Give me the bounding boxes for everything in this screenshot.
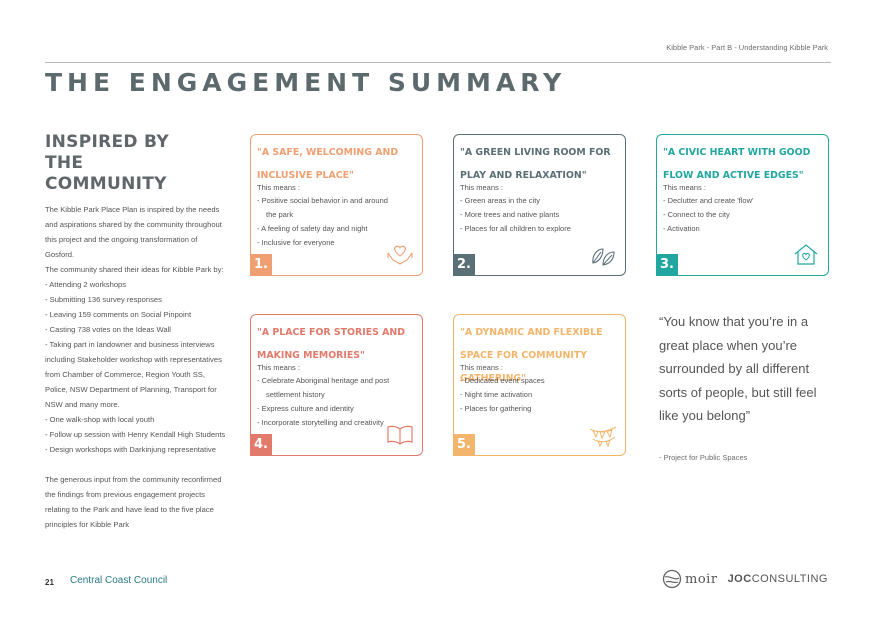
list-item: Express culture and identity — [257, 402, 400, 416]
list-item: More trees and native plants — [460, 208, 603, 222]
list-item: One walk-shop with local youth — [45, 412, 227, 427]
open-book-icon — [387, 425, 413, 445]
header-rule — [45, 62, 831, 63]
card-title: "A PLACE FOR STORIES AND MAKING MEMORIES… — [257, 327, 406, 361]
quote-source: - Project for Public Spaces — [659, 453, 748, 462]
hands-heart-icon — [387, 245, 413, 265]
card-list: Declutter and create 'flow' Connect to t… — [663, 194, 806, 236]
list-item: Connect to the city — [663, 208, 806, 222]
closing-paragraph: The generous input from the community re… — [45, 475, 222, 529]
list-item: Attending 2 workshops — [45, 277, 227, 292]
list-item: Dedicated event spaces — [460, 374, 603, 388]
card-number: 3. — [656, 254, 678, 276]
card-number: 1. — [250, 254, 272, 276]
engagement-list: Attending 2 workshops Submitting 136 sur… — [45, 277, 227, 457]
header-meta: Kibble Park - Part B - Understanding Kib… — [666, 43, 828, 52]
bunting-icon — [589, 426, 617, 447]
card-means-label: This means : — [460, 363, 503, 372]
joc-logo-bold: JOC — [727, 573, 752, 585]
list-item: Leaving 159 comments on Social Pinpoint — [45, 307, 227, 322]
card-list: Celebrate Aboriginal heritage and post s… — [257, 374, 400, 430]
list-item: Green areas in the city — [460, 194, 603, 208]
card-list: Green areas in the city More trees and n… — [460, 194, 603, 236]
list-item: Taking part in landowner and business in… — [45, 337, 227, 412]
card-title: "A CIVIC HEART WITH GOOD FLOW AND ACTIVE… — [663, 147, 811, 181]
principle-card-5: "A DYNAMIC AND FLEXIBLE SPACE FOR COMMUN… — [453, 314, 626, 456]
leaves-icon — [592, 248, 615, 266]
list-item: Casting 738 votes on the Ideas Wall — [45, 322, 227, 337]
card-means-label: This means : — [460, 183, 503, 192]
intro-text: The Kibble Park Place Plan is inspired b… — [45, 205, 222, 259]
intro-lead: The community shared their ideas for Kib… — [45, 265, 224, 274]
list-item: Inclusive for everyone — [257, 236, 400, 250]
joc-logo-rest: CONSULTING — [751, 573, 828, 585]
card-title: "A GREEN LIVING ROOM FOR PLAY AND RELAXA… — [460, 147, 611, 181]
left-column: INSPIRED BY THE COMMUNITY The Kibble Par… — [45, 132, 227, 532]
principle-card-1: "A SAFE, WELCOMING AND INCLUSIVE PLACE" … — [250, 134, 423, 276]
list-item: Submitting 136 survey responses — [45, 292, 227, 307]
list-item: Activation — [663, 222, 806, 236]
card-list: Dedicated event spaces Night time activa… — [460, 374, 603, 416]
list-item: Declutter and create 'flow' — [663, 194, 806, 208]
joc-consulting-logo: JOCCONSULTING — [728, 573, 828, 585]
list-item: Places for all children to explore — [460, 222, 603, 236]
card-means-label: This means : — [257, 183, 300, 192]
card-number: 5. — [453, 434, 475, 456]
council-name: Central Coast Council — [70, 575, 168, 586]
card-list: Positive social behavior in and around t… — [257, 194, 400, 250]
list-item: Incorporate storytelling and creativity — [257, 416, 400, 430]
principle-card-4: "A PLACE FOR STORIES AND MAKING MEMORIES… — [250, 314, 423, 456]
principle-card-3: "A CIVIC HEART WITH GOOD FLOW AND ACTIVE… — [656, 134, 829, 276]
card-title: "A SAFE, WELCOMING AND INCLUSIVE PLACE" — [257, 147, 399, 181]
card-means-label: This means : — [257, 363, 300, 372]
intro-paragraph: The Kibble Park Place Plan is inspired b… — [45, 202, 227, 277]
list-item: Night time activation — [460, 388, 603, 402]
house-heart-icon — [794, 244, 818, 265]
partner-logos: moir JOCCONSULTING — [662, 569, 828, 589]
page-title: THE ENGAGEMENT SUMMARY — [45, 68, 567, 97]
section-heading: INSPIRED BY THE COMMUNITY — [45, 132, 169, 194]
list-item: Design workshops with Darkinjung represe… — [45, 442, 227, 457]
card-means-label: This means : — [663, 183, 706, 192]
list-item: A feeling of safety day and night — [257, 222, 400, 236]
card-number: 4. — [250, 434, 272, 456]
testimonial-quote: “You know that you’re in a great place w… — [659, 314, 817, 423]
list-item: Places for gathering — [460, 402, 603, 416]
moir-logo-text: moir — [685, 571, 718, 587]
page-number: 21 — [45, 578, 54, 587]
card-number: 2. — [453, 254, 475, 276]
moir-logo: moir — [662, 569, 718, 589]
list-item: Celebrate Aboriginal heritage and post s… — [257, 374, 400, 402]
principle-card-2: "A GREEN LIVING ROOM FOR PLAY AND RELAXA… — [453, 134, 626, 276]
list-item: Follow up session with Henry Kendall Hig… — [45, 427, 227, 442]
list-item: Positive social behavior in and around t… — [257, 194, 400, 222]
moir-globe-icon — [662, 569, 682, 589]
